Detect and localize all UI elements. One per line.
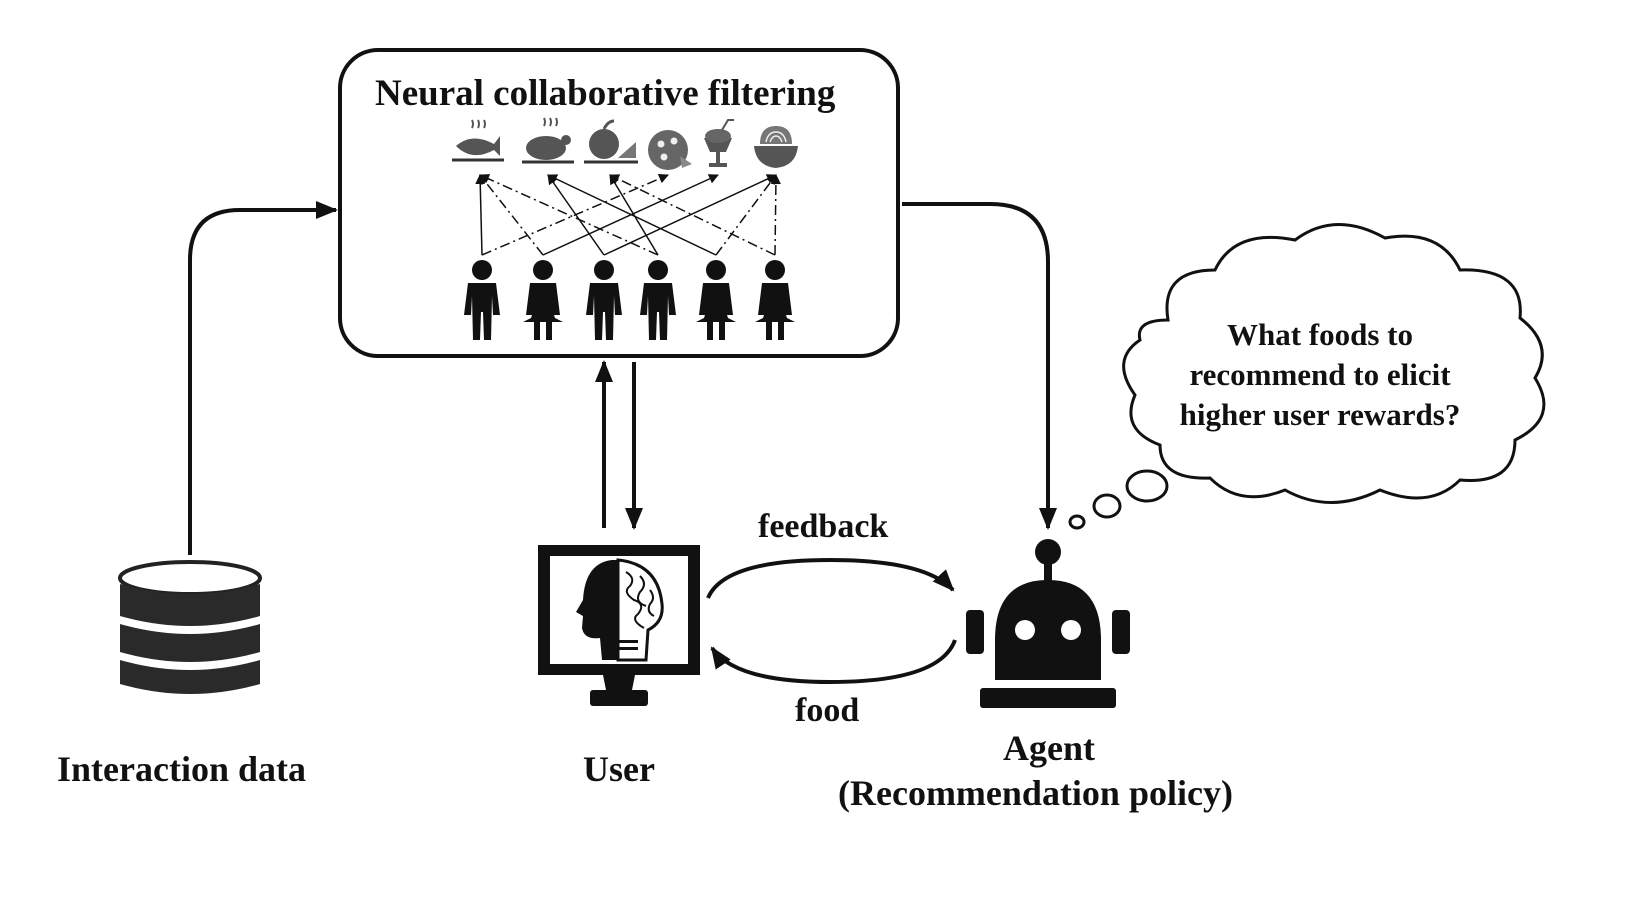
thought-bubble [1068,223,1546,530]
robot-icon [966,539,1130,708]
thought-text: What foods to recommend to elicit higher… [1150,315,1490,435]
database-label: Interaction data [57,749,306,789]
feedback-label: feedback [758,508,889,545]
connection-lines [475,173,781,256]
agent-sublabel: (Recommendation policy) [838,773,1233,813]
fish-dish-icon [452,119,504,162]
ncf-to-agent-arrow [902,202,1057,530]
thought-line: What foods to [1226,317,1413,352]
food-arrow [710,639,957,685]
thought-line: recommend to elicit [1189,357,1451,392]
feedback-arrow [706,557,955,599]
database-to-ncf-arrow [188,201,338,555]
fruit-plate-icon [584,119,638,164]
pizza-icon [648,130,692,170]
database-icon [118,560,262,694]
user-label: User [583,749,655,789]
food-label: food [795,692,860,729]
ice-cream-icon [704,119,734,167]
monitor-head-icon [538,545,700,706]
ncf-title: Neural collaborative filtering [375,73,836,114]
roast-chicken-icon [522,117,574,164]
thought-line: higher user rewards? [1179,397,1461,432]
agent-label: Agent [1003,728,1095,768]
noodle-bowl-icon [754,126,798,168]
